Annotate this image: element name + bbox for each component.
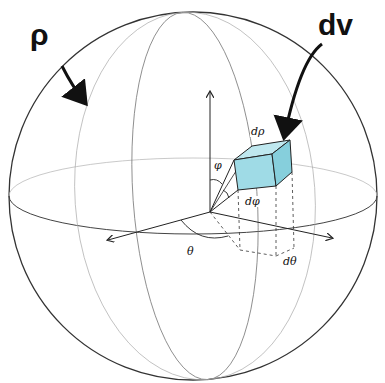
handwritten-label: ρ xyxy=(30,20,49,50)
handwritten-label: dv xyxy=(318,10,353,40)
angle-label: θ xyxy=(186,246,195,257)
angle-label: φ xyxy=(213,160,223,171)
differential-label: dρ xyxy=(250,126,266,137)
differential-label: dφ xyxy=(244,196,261,207)
differential-label: dθ xyxy=(282,256,298,267)
